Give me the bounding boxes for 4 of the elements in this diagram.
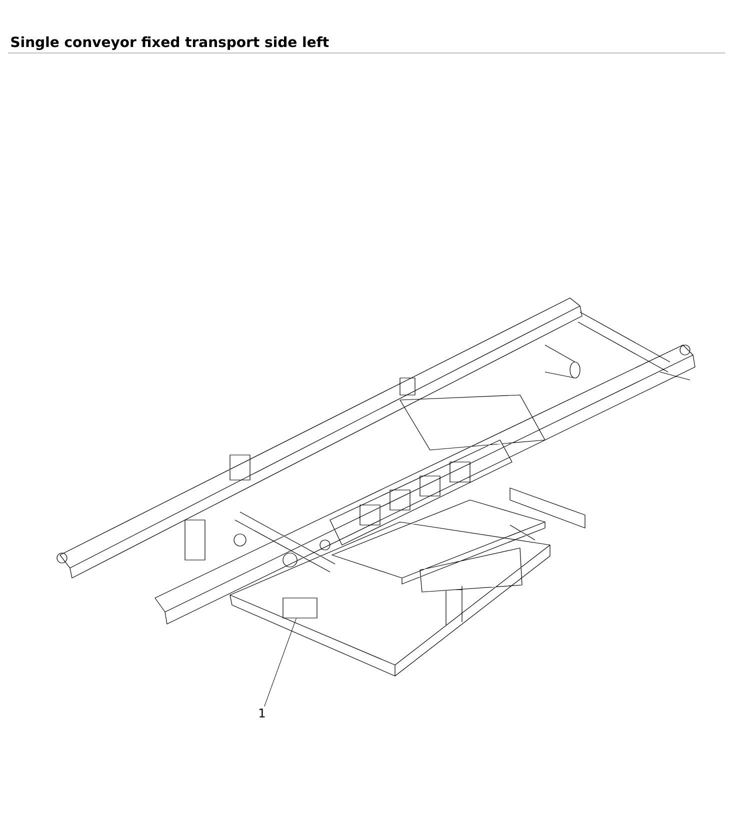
leader-line	[264, 618, 297, 707]
title: Single conveyor fixed transport side left	[11, 36, 329, 50]
callout-number: 1	[260, 708, 265, 718]
machine-part	[282, 598, 318, 618]
